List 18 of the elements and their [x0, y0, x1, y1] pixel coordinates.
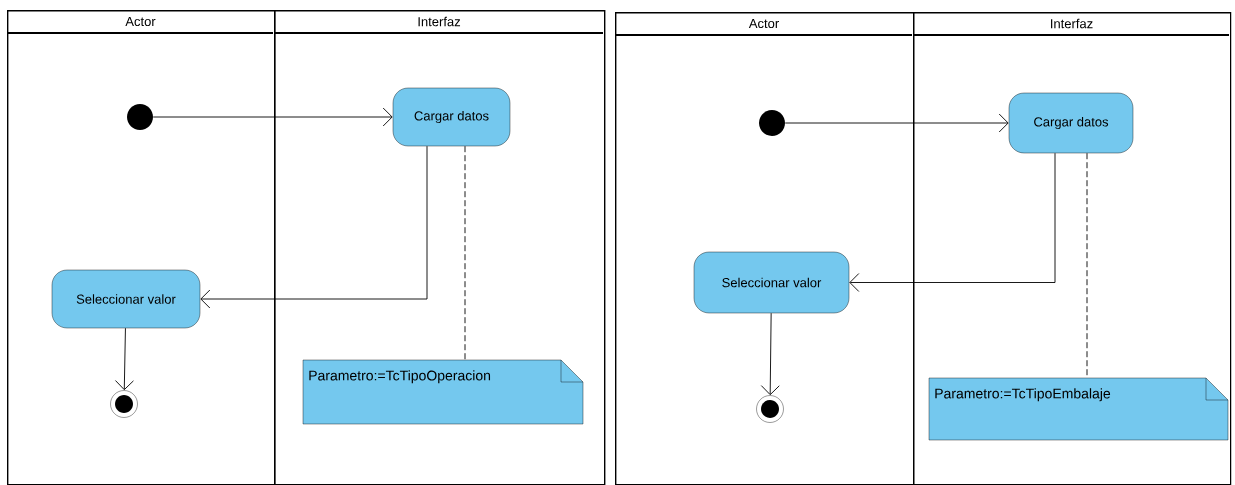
activity-box: Seleccionar valor: [693, 251, 850, 314]
arrow: [784, 113, 1009, 133]
end-bullseye: [110, 390, 138, 418]
start-dot: [127, 104, 153, 130]
arrow: [115, 327, 134, 391]
note: Parametro:=TcTipoOperacion: [302, 359, 584, 425]
start-dot: [759, 110, 785, 136]
arrow: [760, 312, 780, 396]
connector: [464, 145, 466, 361]
activity-box: Seleccionar valor: [51, 269, 201, 329]
arrow: [152, 107, 393, 127]
connector: [1086, 152, 1088, 379]
activity-box: Cargar datos: [392, 87, 511, 147]
arrow: [200, 145, 428, 309]
note: Parametro:=TcTipoEmbalaje: [928, 377, 1229, 441]
arrow: [849, 152, 1056, 292]
activity-box: Cargar datos: [1008, 92, 1134, 154]
end-bullseye: [756, 395, 784, 423]
